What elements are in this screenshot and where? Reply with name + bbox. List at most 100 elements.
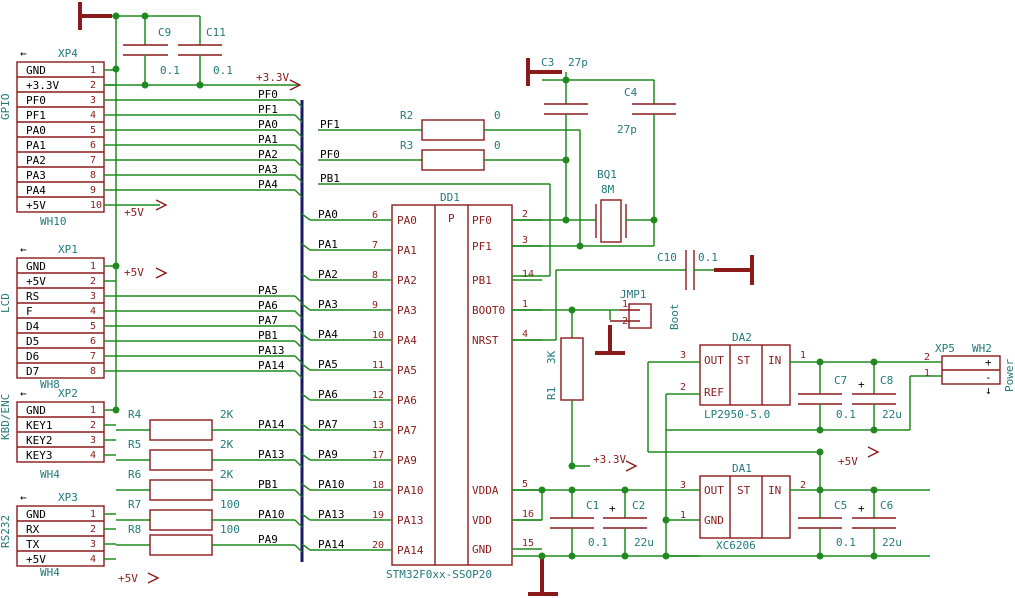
da2-refpin: REF (704, 386, 724, 399)
xp3-pin-number: 1 (90, 509, 96, 520)
xp4-pin-number: 8 (90, 170, 96, 181)
r2-body (421, 119, 485, 141)
xp4-pin-label: PF1 (26, 109, 46, 122)
xp5-ref: XP5 (935, 342, 955, 355)
xp2-pin-label: GND (26, 404, 46, 417)
xp3-pin-label: GND (26, 508, 46, 521)
xp1-pin-number: 7 (90, 351, 96, 362)
r6-ref: R6 (128, 468, 141, 481)
mcu-left-net: PA14 (318, 538, 345, 551)
bus-nets: PF0PF1PA0PA1PA2PA3PA4PA5PA6PA7PB1PA13PA1… (116, 88, 303, 585)
xp4-pin-number: 3 (90, 95, 96, 106)
mcu-pin-number: 19 (372, 510, 384, 521)
r8-net: PA9 (258, 533, 278, 546)
c10-value: 0.1 (698, 251, 718, 264)
xp2-pin-number: 1 (90, 405, 96, 416)
xp1-pin-number: 2 (90, 276, 96, 287)
top-decoupling: C9 C11 0.1 0.1 +3.3V (105, 12, 302, 91)
c1-ref: C1 (586, 499, 599, 512)
xp4-type: WH10 (40, 215, 67, 228)
r6-net: PB1 (258, 478, 278, 491)
r2-value: 0 (494, 109, 501, 122)
da2-in: IN (768, 354, 781, 367)
xp3-5v-label: +5V (118, 572, 138, 585)
da2-in-num: 1 (800, 350, 806, 361)
c6-value: 22u (882, 536, 902, 549)
xp1-type: WH8 (40, 378, 60, 391)
xp1-pin-label: RS (26, 290, 39, 303)
net-label: PA5 (258, 284, 278, 297)
xp4-side: GPIO (0, 94, 12, 121)
xp3-ref: XP3 (58, 491, 78, 504)
xp4-pin-label: GND (26, 64, 46, 77)
xp2-ref: XP2 (58, 387, 78, 400)
jumper-label: Boot (668, 304, 681, 331)
r7-value: 100 (220, 498, 240, 511)
xp2-pin-number: 2 (90, 420, 96, 431)
xp4-5v-label: +5V (124, 206, 144, 219)
mcu-pin-name: PA7 (397, 424, 417, 437)
mcu-part: STM32F0xx-SSOP20 (386, 568, 492, 581)
xp1-ref: XP1 (58, 243, 78, 256)
xp2-type: WH4 (40, 468, 60, 481)
r8-body (149, 534, 213, 556)
net-label: PA14 (258, 359, 285, 372)
r2-ref: R2 (400, 109, 413, 122)
xp5-pin2: 2 (924, 352, 930, 363)
xp4-pin-label: PF0 (26, 94, 46, 107)
r4-body (149, 419, 213, 441)
c3-value: 27p (568, 56, 588, 69)
c2-value: 22u (634, 536, 654, 549)
c2-plus: + (609, 502, 616, 515)
xp3-pin-label: TX (26, 538, 40, 551)
xp3-type: WH4 (40, 566, 60, 579)
mcu-pin-name: PA10 (397, 484, 424, 497)
xp4-pin-number: 2 (90, 80, 96, 91)
mcu-pin-number: 7 (372, 240, 378, 251)
xp2-pin-number: 4 (90, 450, 96, 461)
mcu-pin-number: 5 (522, 479, 528, 490)
xp2-pin-label: KEY1 (26, 419, 53, 432)
xp3-pin-label: +5V (26, 553, 46, 566)
da1-in: IN (768, 484, 781, 497)
c7-ref: C7 (834, 374, 847, 387)
mcu-pin-number: 12 (372, 390, 384, 401)
xp4-pin-label: PA1 (26, 139, 46, 152)
xp1-5v-label: +5V (124, 266, 144, 279)
xp4-pin-label: +3.3V (26, 79, 59, 92)
mcu-pin-number: 8 (372, 270, 378, 281)
mcu-left-net: PA5 (318, 358, 338, 371)
r5-net: PA13 (258, 448, 285, 461)
net-label: PA7 (258, 314, 278, 327)
pb1-net: PB1 (320, 172, 340, 185)
r4-value: 2K (220, 408, 234, 421)
xp1-pin-number: 6 (90, 336, 96, 347)
r8-value: 100 (220, 523, 240, 536)
mcu-pin-name: BOOT0 (472, 304, 505, 317)
c3-ref: C3 (541, 56, 554, 69)
mcu-pin-name: PA4 (397, 334, 417, 347)
mcu-left-net: PA7 (318, 418, 338, 431)
r3-ref: R3 (400, 139, 413, 152)
mcu-pin-number: 9 (372, 300, 378, 311)
xp4-pin-number: 6 (90, 140, 96, 151)
mcu-pin-name: PA9 (397, 454, 417, 467)
r7-body (149, 509, 213, 531)
crystal-circuit: R2 R3 0 0 PF1 PF0 PB1 C3 27p C4 27p (318, 56, 718, 472)
xp5-plus: + (985, 356, 992, 369)
net-label: PA0 (258, 118, 278, 131)
xp5-arrow: ↓ (985, 384, 992, 397)
mcu-left-net: PA2 (318, 268, 338, 281)
da1-out: OUT (704, 484, 724, 497)
c5-ref: C5 (834, 499, 847, 512)
c2-ref: C2 (632, 499, 645, 512)
da1-gnd: GND (704, 514, 724, 527)
net-label: PA2 (258, 148, 278, 161)
xp3-side: RS232 (0, 515, 12, 548)
xp3-pin-number: 2 (90, 524, 96, 535)
crystal-ref: BQ1 (597, 168, 617, 181)
mcu-pin-number: 20 (372, 540, 384, 551)
c11-ref: C11 (206, 26, 226, 39)
xp4-pin-number: 1 (90, 65, 96, 76)
